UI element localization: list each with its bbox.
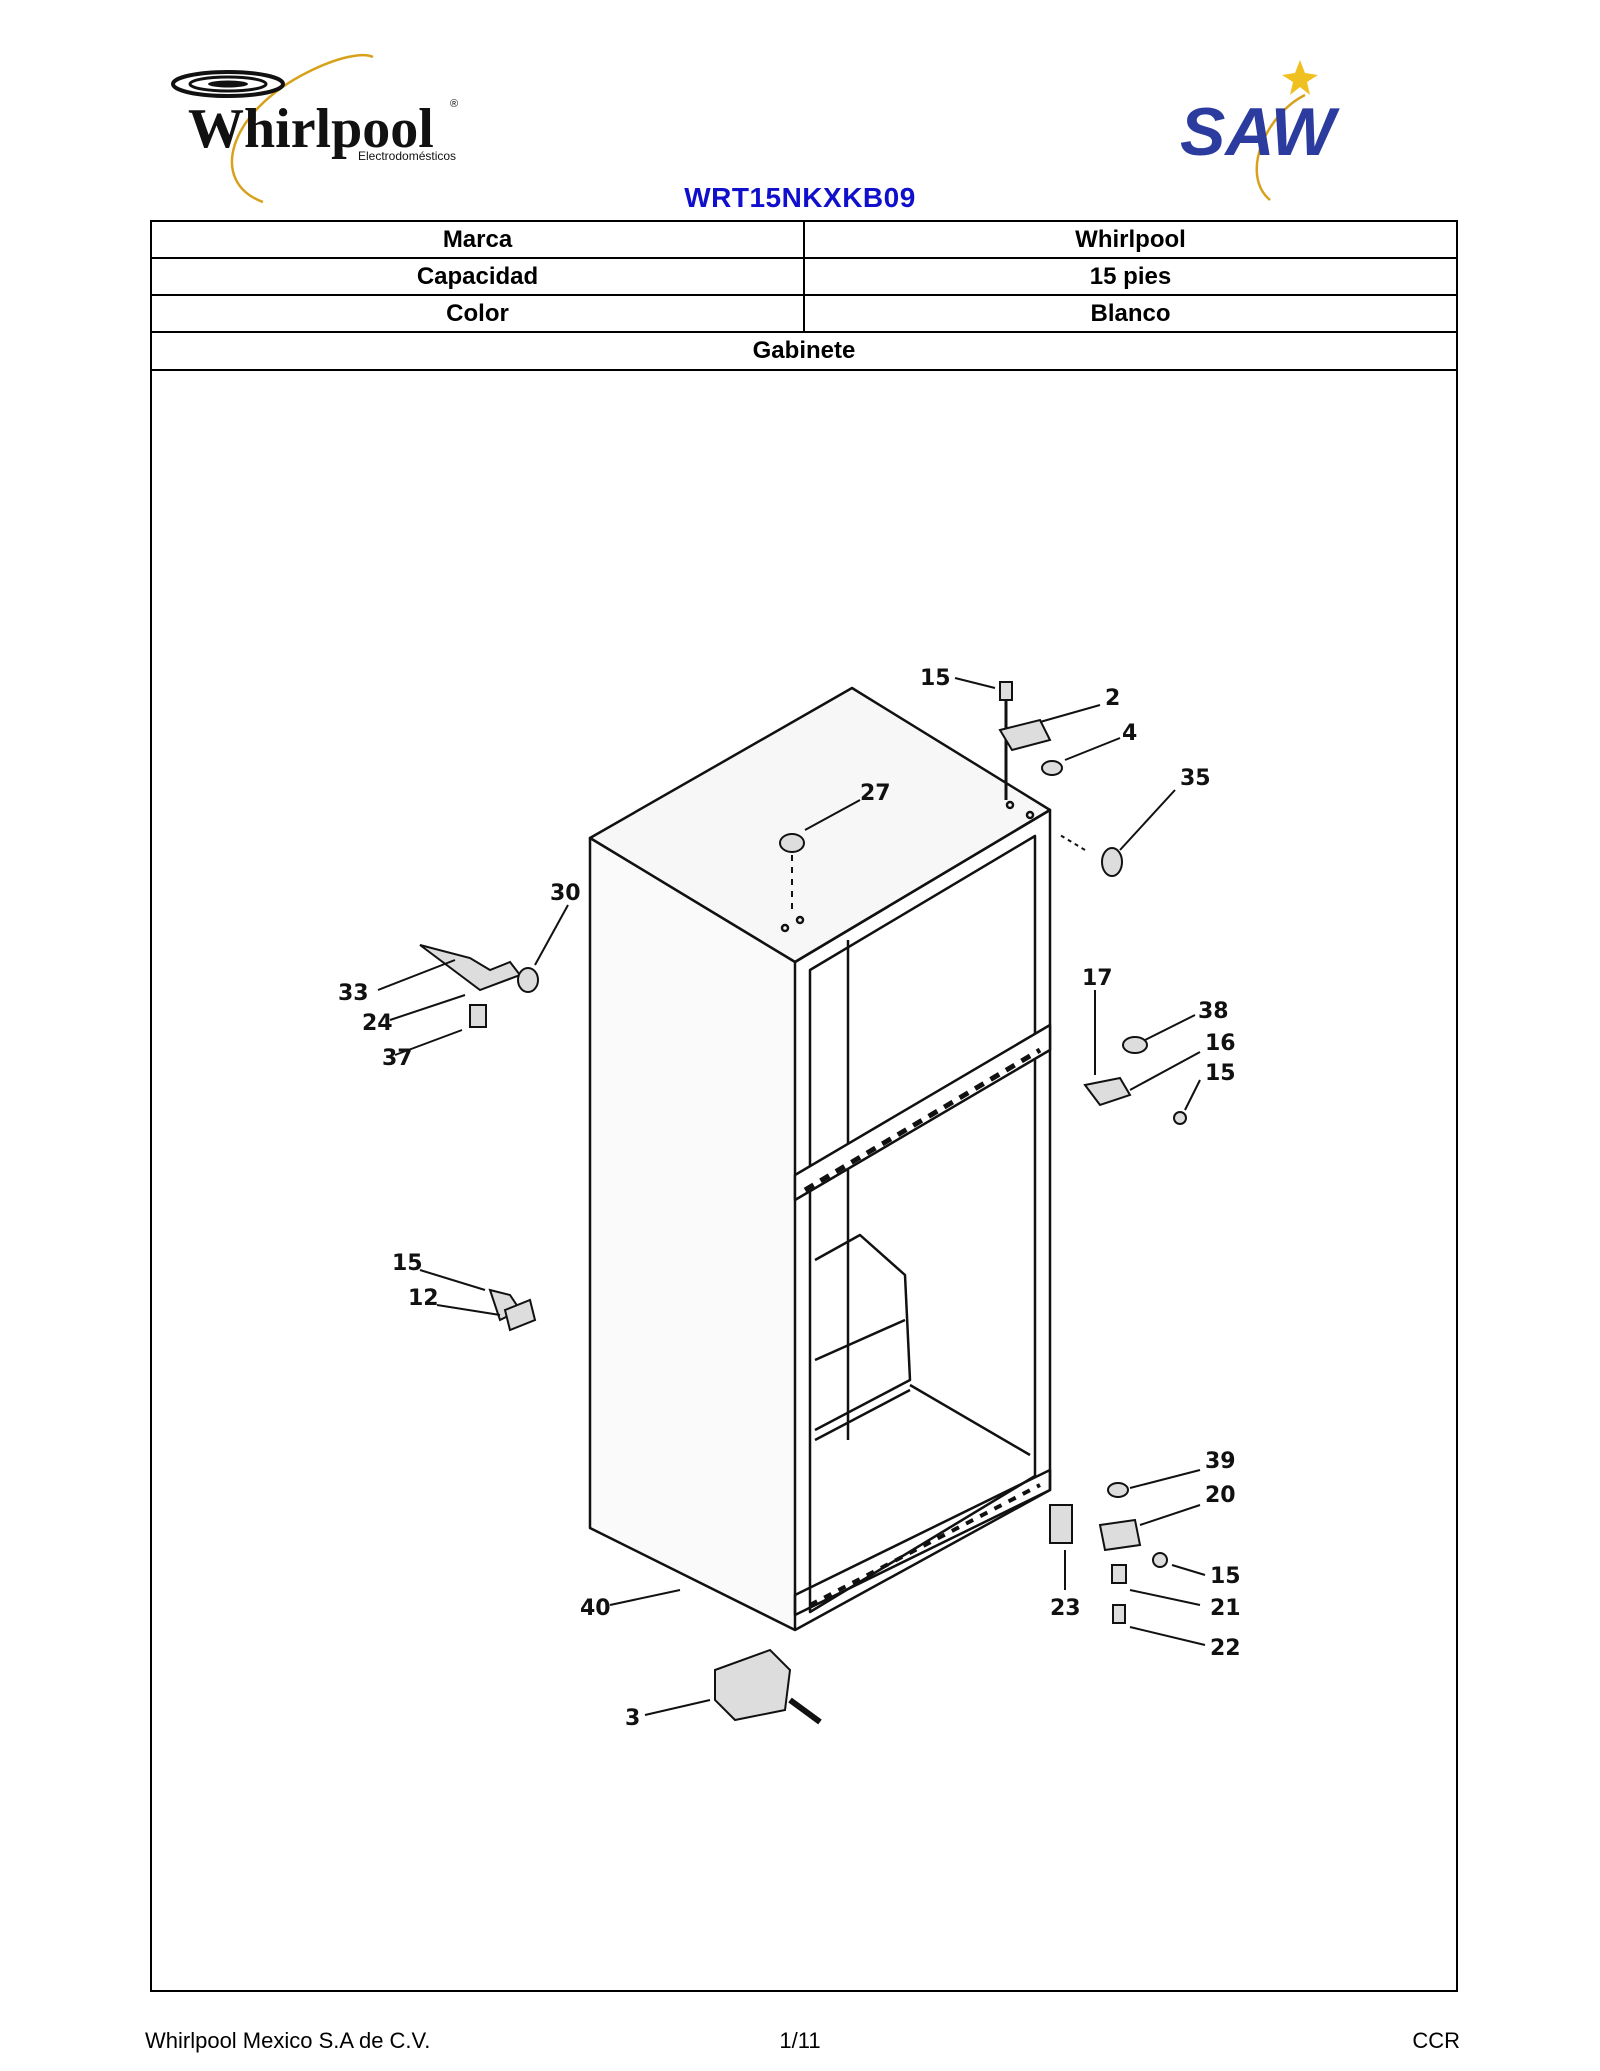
part-label: 37 [382, 1046, 413, 1071]
part-label: 20 [1205, 1483, 1236, 1508]
part-label: 12 [408, 1286, 439, 1311]
part-label: 39 [1205, 1449, 1236, 1474]
part-labels: 15 2 4 35 27 30 33 24 37 17 38 16 15 15 … [338, 666, 1241, 1731]
part-label: 16 [1205, 1031, 1236, 1056]
svg-text:Whirlpool: Whirlpool [188, 98, 434, 160]
part-label: 15 [1210, 1564, 1241, 1589]
spec-value: 15 pies [1089, 262, 1172, 290]
svg-text:®: ® [450, 98, 458, 110]
footer-company: Whirlpool Mexico S.A de C.V. [145, 2028, 431, 2053]
part-label: 15 [392, 1251, 423, 1276]
part-label: 2 [1105, 686, 1120, 711]
part-label: 35 [1180, 766, 1211, 791]
part-label: 24 [362, 1011, 393, 1036]
part-label: 30 [550, 881, 581, 906]
spec-key: Capacidad [152, 259, 805, 294]
spec-row-capacity: Capacidad 15 pies [152, 259, 1456, 296]
spec-row-color: Color Blanco [152, 296, 1456, 333]
spec-value: Blanco [1090, 299, 1171, 327]
part-label: 3 [625, 1706, 640, 1731]
spec-key: Marca [152, 222, 805, 257]
section-title: Gabinete [152, 333, 1456, 371]
footer-page-number: 1/11 [779, 2028, 821, 2053]
svg-text:SAW: SAW [1180, 94, 1341, 170]
part-label: 21 [1210, 1596, 1241, 1621]
spec-value: Whirlpool [1075, 225, 1186, 253]
part-label: 4 [1122, 721, 1137, 746]
saw-logo: SAW [1180, 60, 1341, 201]
part-label: 27 [860, 781, 891, 806]
spec-table: Marca Whirlpool Capacidad 15 pies Color … [150, 220, 1458, 1992]
spec-row-brand: Marca Whirlpool [152, 222, 1456, 259]
part-label: 22 [1210, 1636, 1241, 1661]
svg-text:Electrodomésticos: Electrodomésticos [358, 149, 456, 163]
part-label: 23 [1050, 1596, 1081, 1621]
whirlpool-logo: Whirlpool ® Electrodomésticos [171, 53, 458, 204]
part-label: 15 [920, 666, 951, 691]
part-label: 40 [580, 1596, 611, 1621]
part-label: 17 [1082, 966, 1113, 991]
footer-code: CCR [1412, 2028, 1460, 2053]
part-label: 15 [1205, 1061, 1236, 1086]
part-label: 38 [1198, 999, 1229, 1024]
part-label: 33 [338, 981, 369, 1006]
model-title: WRT15NKXKB09 [684, 182, 916, 213]
spec-key: Color [152, 296, 805, 331]
